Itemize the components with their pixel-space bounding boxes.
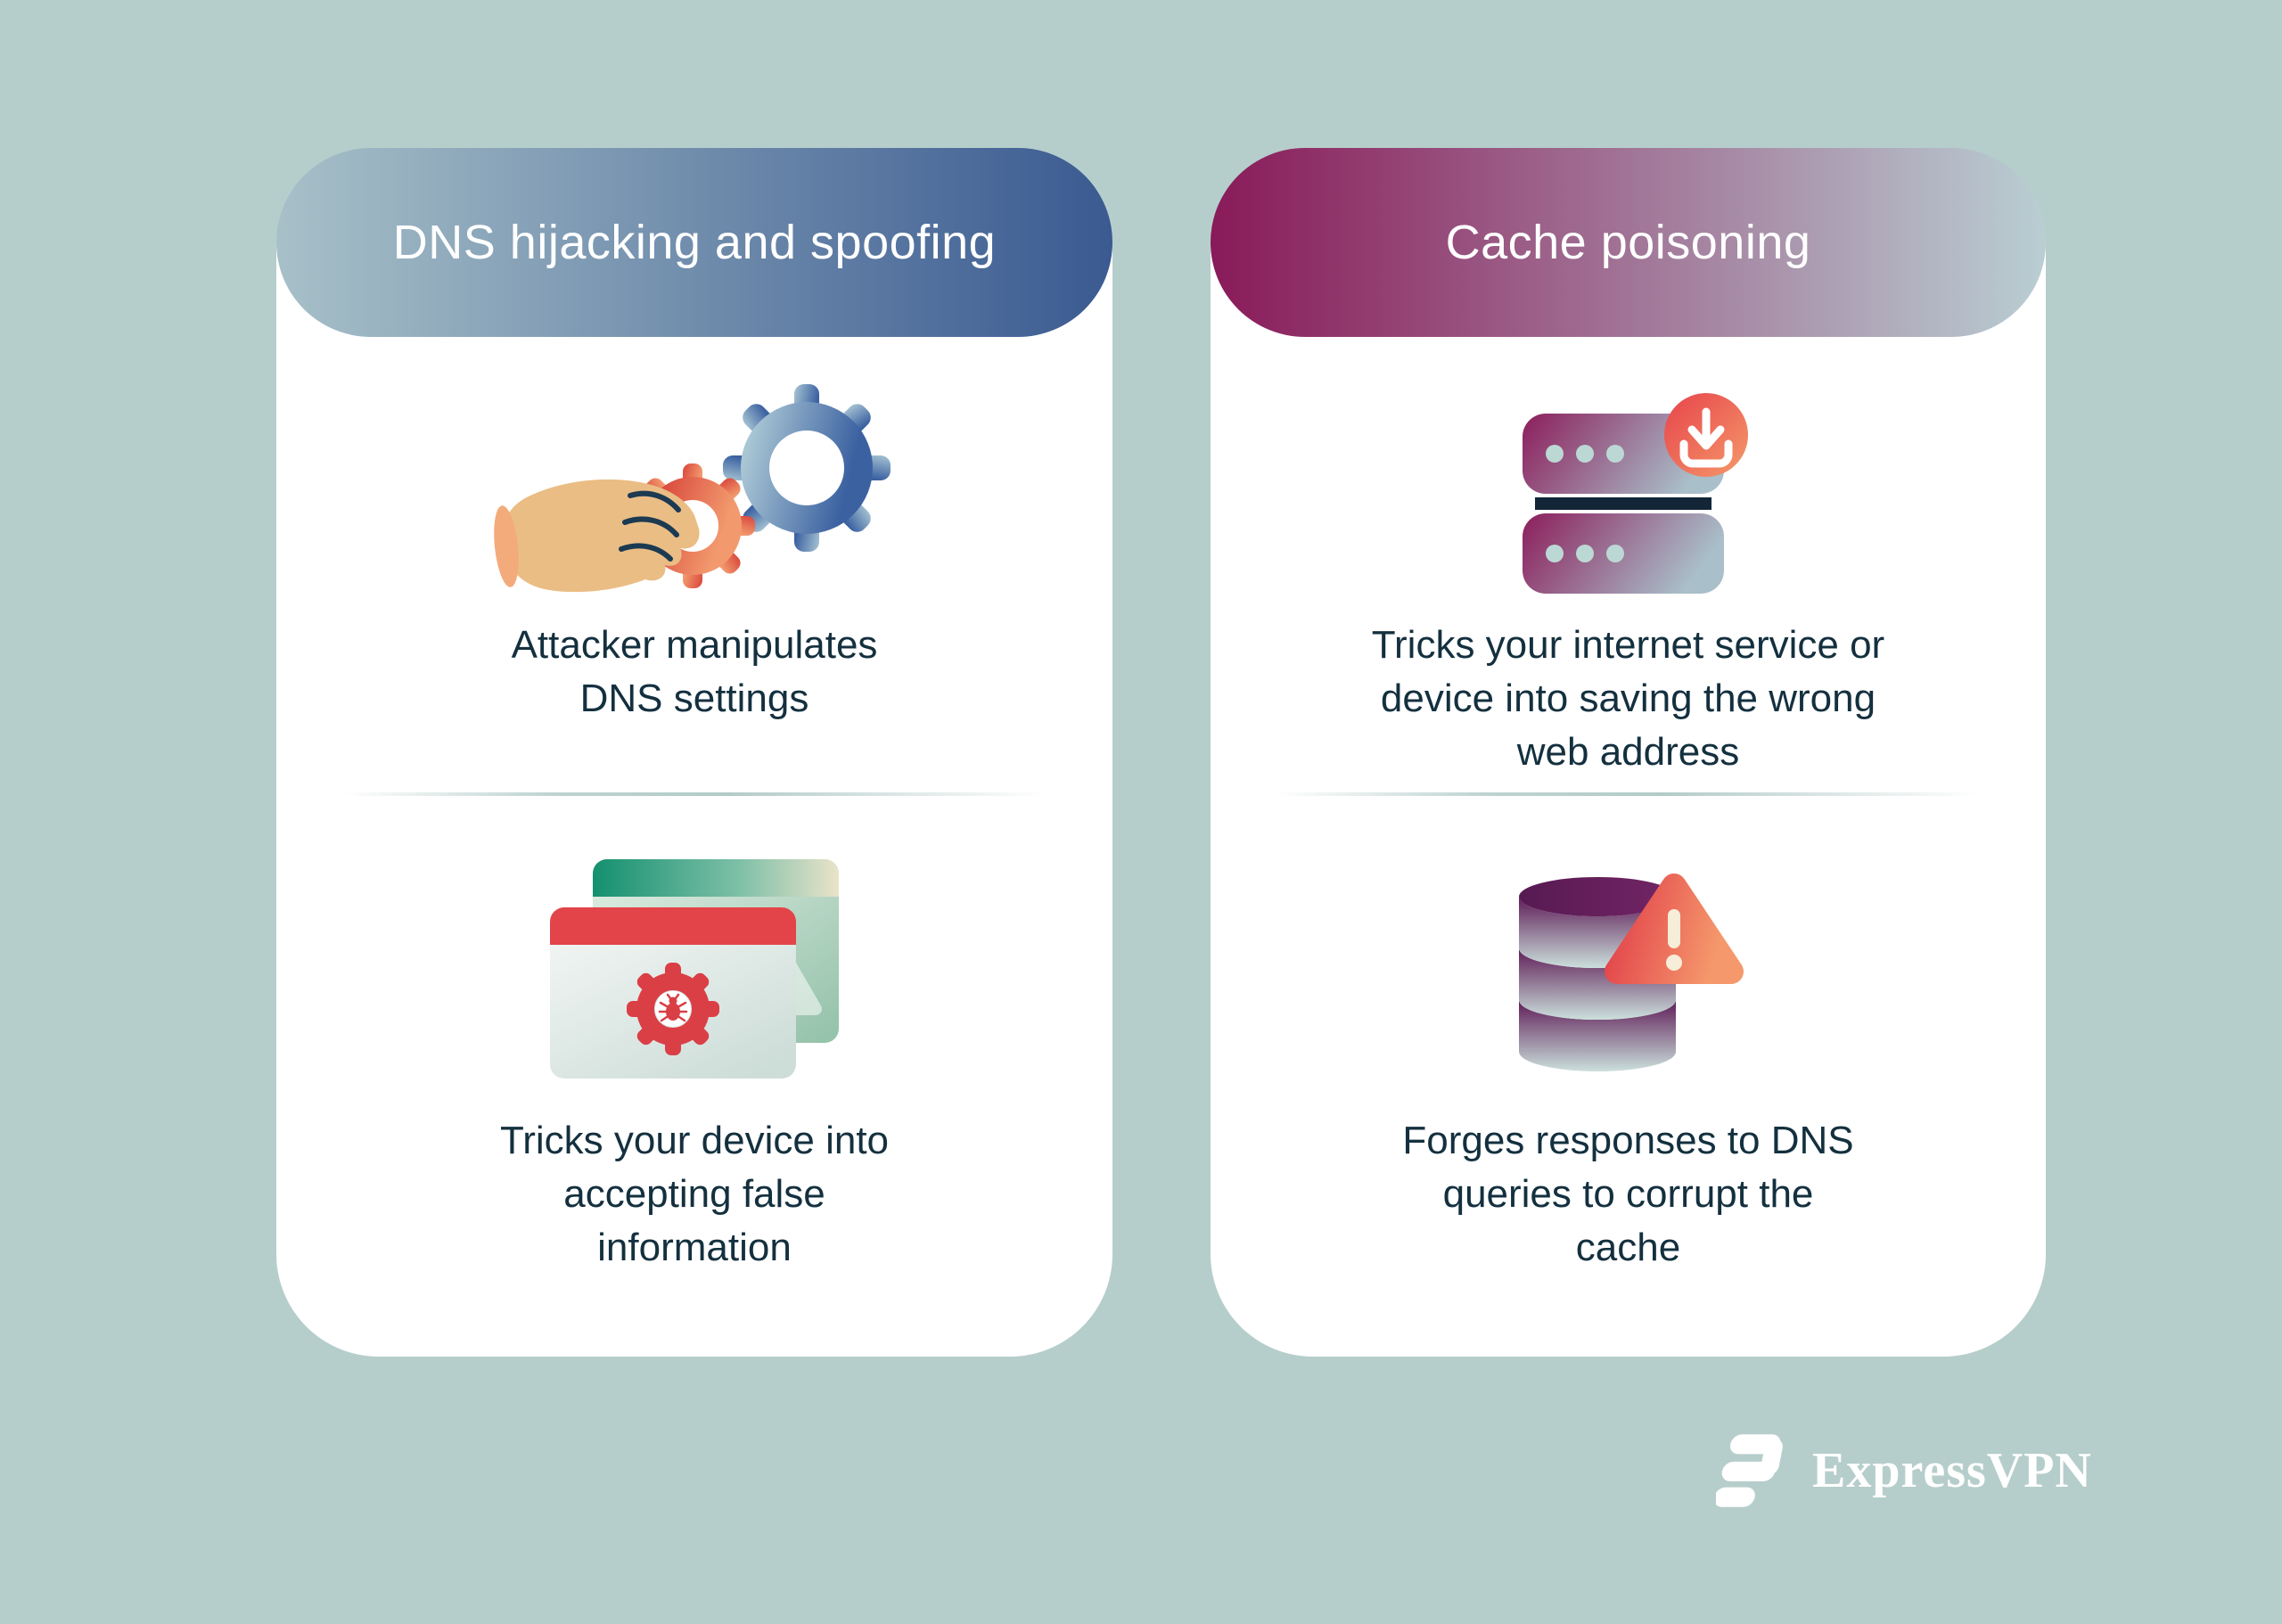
brand-footer: ExpressVPN: [1716, 1430, 2092, 1512]
hand-shape: [494, 479, 700, 592]
cache-section1-text: Tricks your internet service or device i…: [1371, 623, 1885, 774]
card-cache-poisoning: Cache poisoning: [1211, 148, 2046, 1357]
card-header-cache-poisoning: Cache poisoning: [1211, 148, 2046, 337]
expressvpn-logo-icon: [1716, 1430, 1785, 1512]
server-download-icon: [1211, 378, 2046, 611]
card-dns-hijacking: DNS hijacking and spoofing: [276, 148, 1112, 1357]
brand-wordmark: ExpressVPN: [1812, 1443, 2092, 1498]
card-title: DNS hijacking and spoofing: [392, 216, 997, 269]
card-header-dns-hijacking: DNS hijacking and spoofing: [276, 148, 1112, 337]
browser-malware-gear-icon: [276, 849, 1112, 1087]
database-warning-icon: [1211, 849, 2046, 1087]
hand-adjusting-gears-icon: [276, 378, 1112, 611]
dns-section2-text: Tricks your device into accepting false …: [499, 1119, 890, 1269]
cache-section2-text: Forges responses to DNS queries to corru…: [1402, 1119, 1854, 1269]
bug-glyph: [658, 993, 688, 1022]
section-divider: [343, 792, 1046, 796]
card-title: Cache poisoning: [1445, 216, 1811, 269]
section-divider: [1276, 792, 1980, 796]
dns-section1-text: Attacker manipulates DNS settings: [511, 623, 878, 720]
server-leds: [1545, 444, 1624, 562]
